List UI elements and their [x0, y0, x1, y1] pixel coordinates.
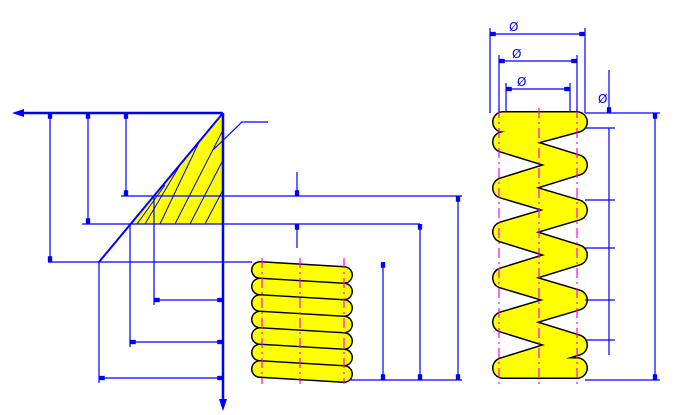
characteristic-line [98, 112, 224, 263]
leader-line [212, 121, 268, 151]
hatching [136, 129, 224, 225]
outer-diameter-label: Ø [509, 20, 518, 34]
arrow-left-icon [12, 109, 24, 117]
spring-coil [252, 361, 352, 382]
spring-coil [252, 345, 352, 365]
compressed-spring [251, 172, 462, 384]
spring-coil [252, 279, 352, 299]
spring-coil [252, 312, 352, 332]
arrow-down-icon [219, 399, 227, 411]
mean-diameter-label: Ø [512, 47, 521, 61]
spring-coil [252, 328, 352, 349]
spring-coil [252, 295, 352, 316]
force-diagram [12, 109, 462, 411]
free-spring: Ø Ø Ø Ø [489, 20, 660, 384]
spring-coil [252, 262, 352, 283]
wire-diameter-label: Ø [598, 92, 607, 106]
inner-diameter-label: Ø [517, 75, 526, 89]
